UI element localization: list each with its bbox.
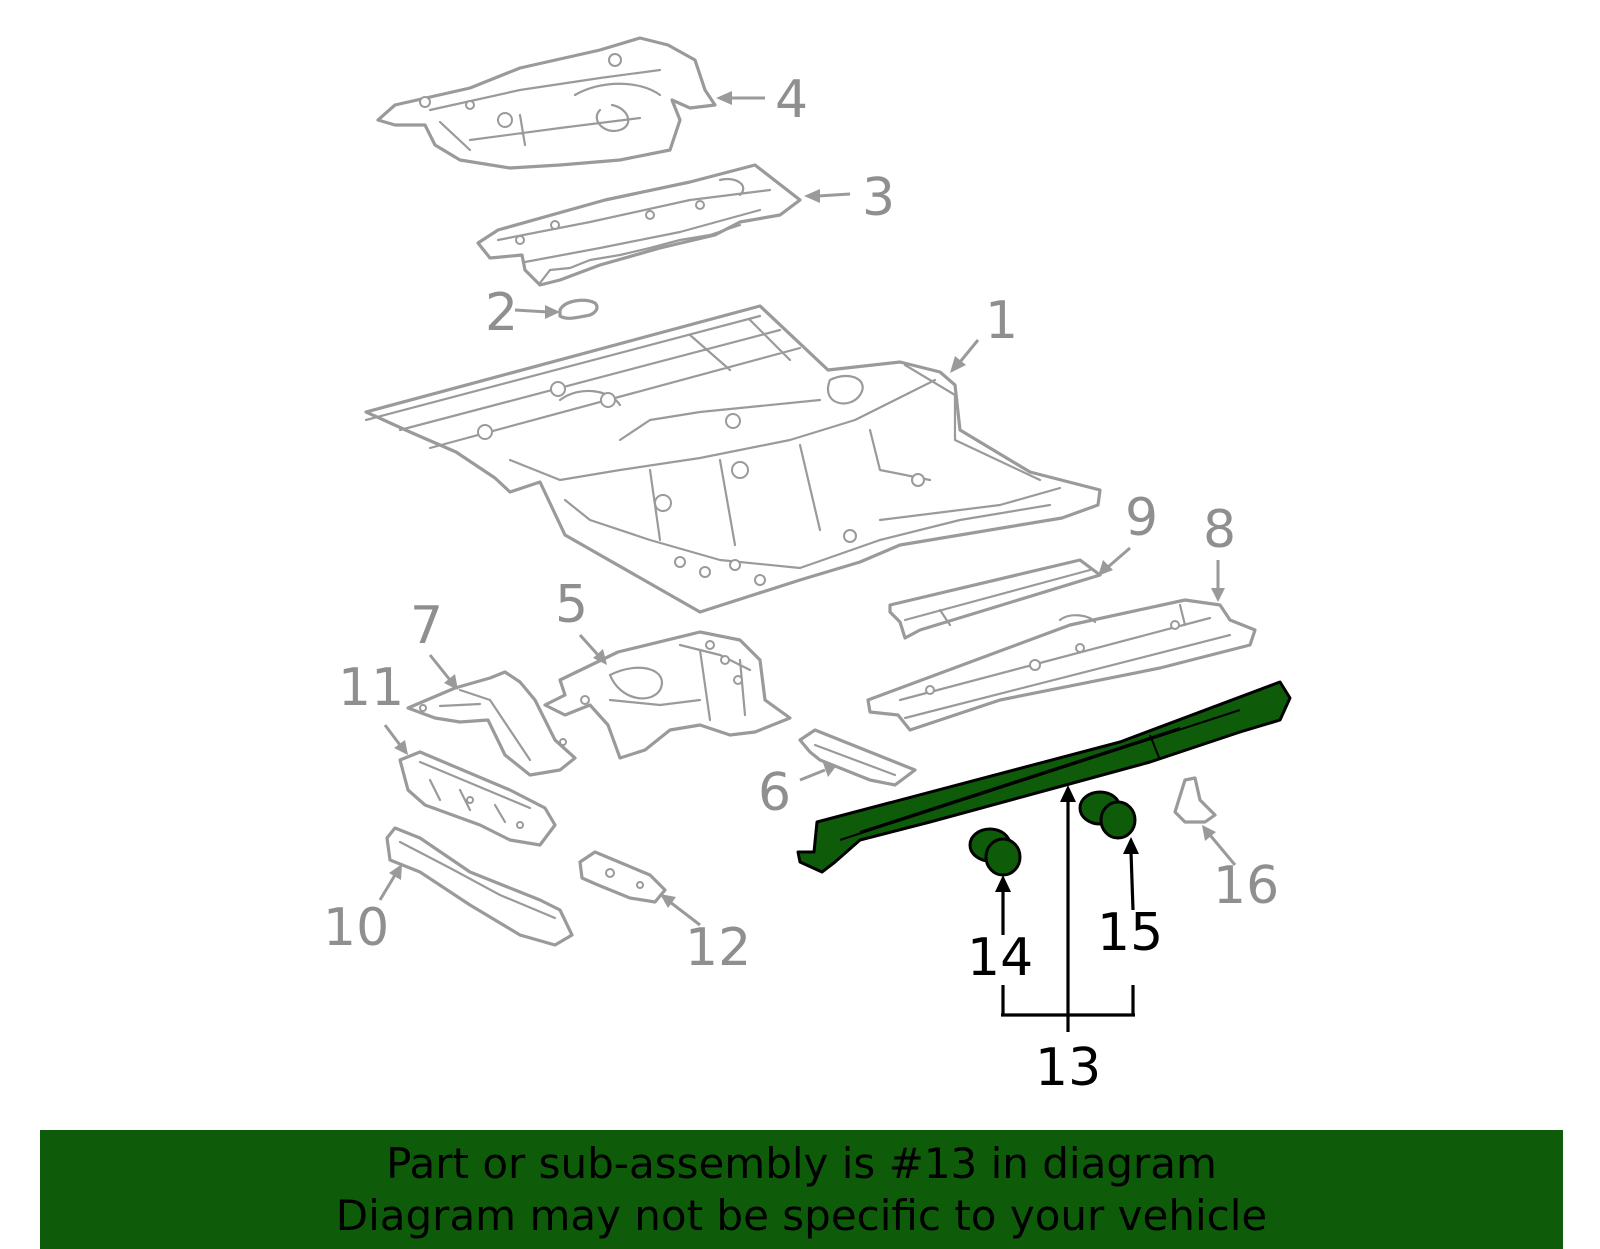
callout-10: 10 <box>323 898 389 958</box>
callout-13: 13 <box>1035 1038 1101 1098</box>
callout-12: 12 <box>685 918 751 978</box>
part-14-clip[interactable] <box>968 827 1022 877</box>
callout-5: 5 <box>555 575 588 635</box>
callout-2: 2 <box>485 283 518 343</box>
part-9[interactable] <box>888 558 1102 640</box>
part-3[interactable] <box>476 163 802 287</box>
callout-1: 1 <box>985 291 1018 351</box>
part-8[interactable] <box>866 598 1257 732</box>
part-1[interactable] <box>364 304 1102 614</box>
part-12[interactable] <box>578 850 667 904</box>
callout-9: 9 <box>1125 488 1158 548</box>
leader-lines <box>378 91 1237 927</box>
part-16[interactable] <box>1173 776 1217 824</box>
callout-4: 4 <box>775 70 808 130</box>
highlight-leader-lines <box>995 785 1139 1032</box>
callout-8: 8 <box>1203 500 1236 560</box>
banner-line-2: Diagram may not be specific to your vehi… <box>335 1190 1268 1240</box>
callout-16: 16 <box>1213 856 1279 916</box>
part-2[interactable] <box>558 298 599 320</box>
callout-15: 15 <box>1097 903 1163 963</box>
part-6[interactable] <box>798 728 917 787</box>
part-11[interactable] <box>398 750 557 847</box>
callout-labels: 1 2 3 4 5 6 7 8 9 10 11 12 13 14 15 16 <box>323 70 1279 1098</box>
part-10[interactable] <box>385 826 574 947</box>
part-7[interactable] <box>406 670 577 777</box>
callout-11: 11 <box>338 658 404 718</box>
callout-6: 6 <box>758 763 791 823</box>
callout-7: 7 <box>410 596 443 656</box>
part-13-rocker-panel[interactable] <box>796 680 1292 874</box>
part-5[interactable] <box>543 630 792 760</box>
parts-diagram: 1 2 3 4 5 6 7 8 9 10 11 12 13 14 15 16 <box>323 36 1292 1098</box>
part-4[interactable] <box>376 36 717 170</box>
callout-3: 3 <box>862 168 895 228</box>
info-banner: Part or sub-assembly is #13 in diagram D… <box>40 1130 1563 1249</box>
part-15-clip[interactable] <box>1078 790 1137 840</box>
callout-14: 14 <box>967 928 1033 988</box>
banner-line-1: Part or sub-assembly is #13 in diagram <box>386 1138 1217 1188</box>
